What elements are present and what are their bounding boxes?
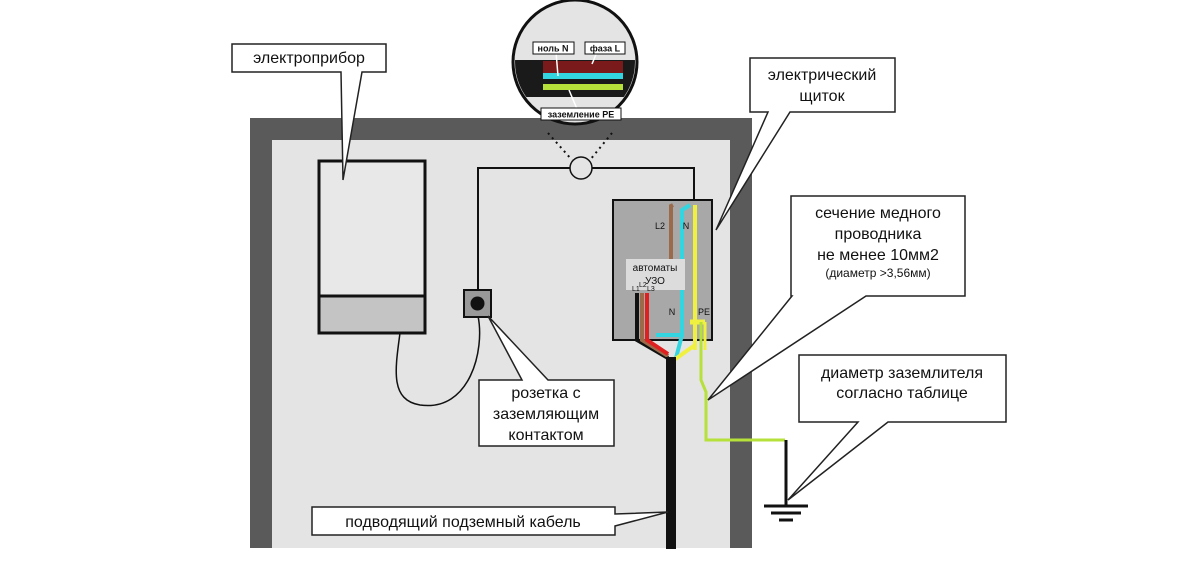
breaker-label: автоматы — [633, 263, 678, 274]
svg-text:щиток: щиток — [799, 88, 845, 105]
breaker-block — [626, 259, 685, 290]
electrical-panel: автоматы УЗО L2 N L1 L2 L3 N PE — [612, 199, 713, 362]
callout-copper-section: сечение медного проводника не менее 10мм… — [707, 195, 966, 401]
rcd-label: УЗО — [645, 276, 665, 287]
phase-label: фаза L — [590, 44, 621, 54]
svg-text:розетка с: розетка с — [511, 385, 580, 402]
callout-cable: подводящий подземный кабель — [311, 506, 669, 536]
grounded-socket — [463, 289, 492, 318]
callout-appliance: электроприбор — [231, 43, 387, 181]
n-top-label: N — [683, 221, 690, 231]
svg-text:контактом: контактом — [508, 427, 583, 444]
l2-label: L2 — [639, 282, 647, 289]
svg-text:не менее 10мм2: не менее 10мм2 — [817, 247, 939, 264]
neutral-label: ноль N — [538, 44, 569, 54]
svg-text:электрический: электрический — [768, 67, 877, 84]
neutral-wire — [543, 73, 623, 79]
l1-label: L1 — [632, 286, 640, 293]
callout-ground-diameter: диаметр заземлителя согласно таблице — [787, 354, 1007, 501]
appliance-cord — [395, 315, 481, 407]
callout-panel: электрический щиток — [715, 57, 896, 231]
svg-text:(диаметр >3,56мм): (диаметр >3,56мм) — [825, 266, 930, 280]
wire-magnify-point — [569, 156, 593, 180]
l2-top-label: L2 — [655, 221, 665, 231]
earth-label: заземление PE — [548, 110, 614, 120]
svg-text:согласно таблице: согласно таблице — [836, 385, 968, 402]
svg-text:подводящий подземный кабель: подводящий подземный кабель — [345, 514, 581, 531]
pe-label: PE — [698, 307, 710, 317]
ground-electrode — [764, 440, 808, 522]
callout-socket: розетка с заземляющим контактом — [478, 315, 615, 447]
n-bottom-label: N — [669, 307, 676, 317]
earth-conductor — [699, 322, 785, 442]
wire-magnifier-inset: ноль N фаза L заземление PE — [511, 0, 639, 126]
underground-cable — [666, 357, 676, 549]
magnify-dotted-lines — [547, 132, 613, 161]
svg-text:заземляющим: заземляющим — [493, 406, 599, 423]
earth-wire — [543, 84, 623, 90]
svg-text:проводника: проводника — [835, 226, 922, 243]
appliance — [317, 159, 427, 335]
l3-label: L3 — [647, 286, 655, 293]
svg-text:электроприбор: электроприбор — [253, 50, 365, 67]
svg-text:диаметр заземлителя: диаметр заземлителя — [821, 365, 983, 382]
svg-text:сечение медного: сечение медного — [815, 205, 941, 222]
phase-wire — [543, 61, 623, 73]
